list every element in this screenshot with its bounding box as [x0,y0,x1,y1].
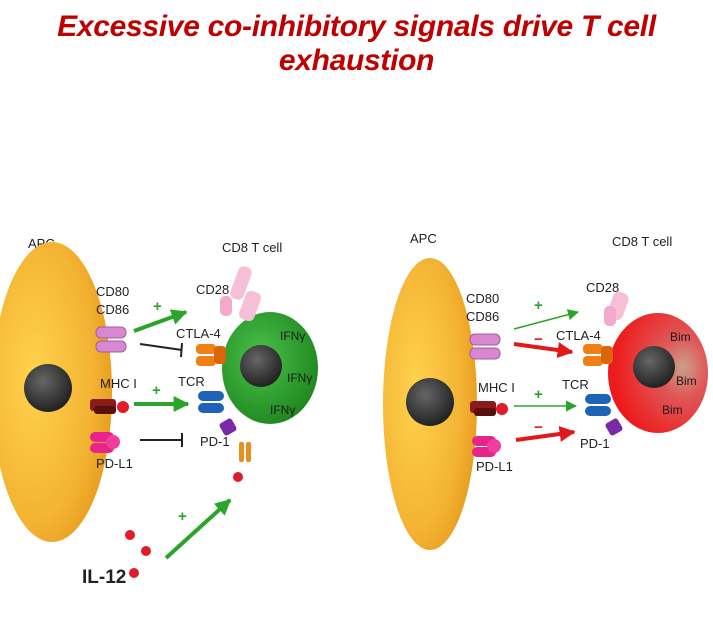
left-pd1-inhibition-line [140,433,183,447]
left-ctla4-receptor-icon [196,344,226,366]
left-ctla4-inhibition-line [139,342,183,358]
left-tcell-nucleus [240,345,282,387]
right-cd80-cd86-ligand-icon [469,333,501,360]
left-il12-receptor-icon [239,442,251,462]
right-mhc-label: MHC I [478,380,515,395]
left-pdl1-label: PD-L1 [96,456,133,471]
left-cd28-activation-arrow [133,309,188,333]
right-pdl1-label: PD-L1 [476,459,513,474]
left-pd1-receptor-icon [219,418,237,436]
right-cd80-label: CD80 [466,291,499,306]
left-tcr-label: TCR [178,374,205,389]
right-bim-1: Bim [670,330,691,344]
left-ifng-1: IFNγ [280,329,305,343]
right-tcell-label: CD8 T cell [612,234,672,249]
left-il12-plus-sign: + [178,508,187,525]
right-apc-nucleus [406,378,454,426]
left-ifng-3: IFNγ [270,403,295,417]
left-il12-cytokine-dots [125,472,243,578]
left-cd80-cd86-ligand-icon [95,326,127,353]
left-cd28-plus-sign: + [153,298,162,315]
left-tcr-receptor-icon [198,391,224,413]
left-cd80-label: CD80 [96,284,129,299]
right-pd1-minus-sign: − [534,419,543,436]
left-ifng-2: IFNγ [287,371,312,385]
left-cd86-label: CD86 [96,302,129,317]
right-tcell-nucleus [633,346,675,388]
right-bim-2: Bim [676,374,697,388]
right-tcr-receptor-icon [585,394,611,416]
right-cd28-receptor-icon [604,291,629,326]
left-mhc-ligand-icon [90,399,129,414]
right-cd28-weak-activation-arrow [513,309,580,330]
left-pd1-label: PD-1 [200,434,230,449]
right-pd1-label: PD-1 [580,436,610,451]
right-cd28-label: CD28 [586,280,619,295]
right-ctla4-inhibitory-arrow [513,342,574,358]
right-mhc-ligand-icon [470,401,508,416]
left-tcr-plus-sign: + [152,382,161,399]
left-ctla4-label: CTLA-4 [176,326,221,341]
right-apc-label: APC [410,231,437,246]
right-tcr-plus-sign: + [534,386,543,403]
left-apc-nucleus [24,364,72,412]
right-bim-3: Bim [662,403,683,417]
left-cd28-label: CD28 [196,282,229,297]
right-pdl1-ligand-icon [472,436,501,457]
right-ctla4-minus-sign: − [534,331,543,348]
left-il12-activation-arrow [164,498,232,560]
left-mhc-label: MHC I [100,376,137,391]
left-pdl1-ligand-icon [90,432,120,453]
left-tcell-label: CD8 T cell [222,240,282,255]
right-tcr-label: TCR [562,377,589,392]
left-panel: APC CD8 T cell CD80 CD86 MHC I PD-L1 IFN [0,236,318,588]
right-ctla4-label: CTLA-4 [556,328,601,343]
right-cd28-plus-sign: + [534,297,543,314]
right-panel: APC CD8 T cell CD80 CD86 MHC I PD-L1 Bim [383,231,708,550]
page-title: Excessive co-inhibitory signals drive T … [57,10,656,77]
left-il12-label: IL-12 [82,567,126,588]
left-cd28-receptor-icon [220,266,261,322]
right-pd1-inhibitory-arrow [515,426,576,442]
right-ctla4-receptor-icon [583,344,613,366]
right-pd1-receptor-icon [605,418,623,436]
right-cd86-label: CD86 [466,309,499,324]
